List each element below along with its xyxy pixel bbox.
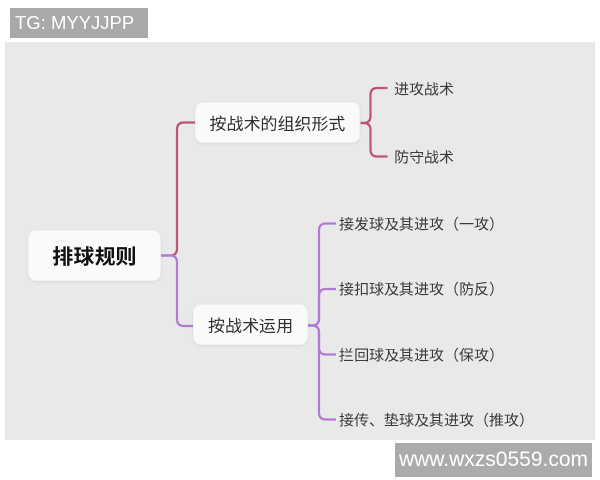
branch2-topic[interactable]: 按战术运用 <box>193 304 308 345</box>
connector-branch2-child3 <box>308 324 336 356</box>
connector-branch2-child1 <box>308 222 336 327</box>
branch2-leaf1[interactable]: 接发球及其进攻（一攻） <box>339 213 505 234</box>
branch1-topic[interactable]: 按战术的组织形式 <box>195 102 360 143</box>
connector-root-branch1 <box>161 121 195 257</box>
branch1-leaf2[interactable]: 防守战术 <box>394 146 455 167</box>
branch2-leaf2[interactable]: 接扣球及其进攻（防反） <box>339 278 505 300</box>
branch2-leaf3[interactable]: 拦回球及其进攻（保攻） <box>339 344 505 365</box>
tg-badge: TG: MYYJJPP <box>10 8 148 38</box>
branch1-leaf1[interactable]: 进攻战术 <box>394 78 455 99</box>
root-topic[interactable]: 排球规则 <box>28 230 161 281</box>
watermark: www.wxzs0559.com <box>395 443 592 477</box>
connector-branch2-child4 <box>308 324 336 421</box>
connector-branch1-child2 <box>360 121 388 158</box>
connector-branch1-child1 <box>360 86 388 125</box>
branch2-leaf4[interactable]: 接传、垫球及其进攻（推攻） <box>339 409 535 430</box>
connector-branch2-child2 <box>308 287 336 327</box>
connector-root-branch2 <box>161 254 193 328</box>
